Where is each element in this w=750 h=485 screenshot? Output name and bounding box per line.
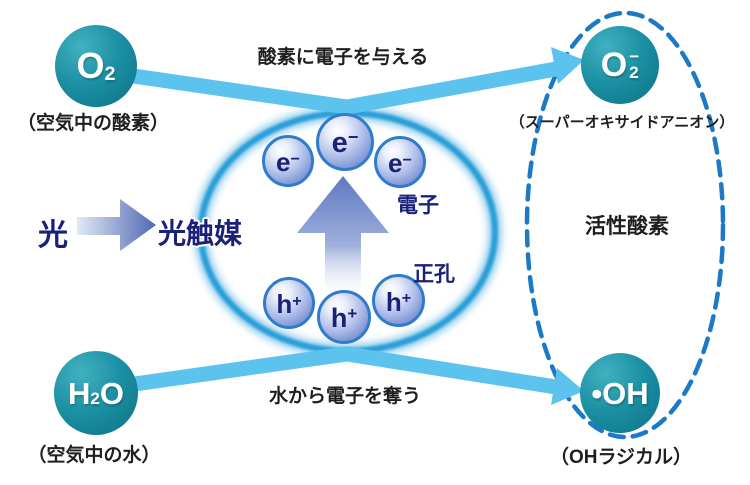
oh-formula: •OH (591, 375, 649, 411)
top-arrow-caption: 酸素に電子を与える (257, 47, 429, 68)
active-oxygen-dashed-ellipse (524, 10, 726, 440)
hole-symbol: h+ (276, 289, 302, 319)
electron-text-label: 電子 (397, 194, 439, 217)
electron-orb: e− (374, 136, 426, 188)
oh-radical-molecule: •OH (580, 353, 660, 433)
arrow-h2o-to-oh (118, 346, 558, 395)
oh-caption: （OHラジカル） (549, 447, 693, 468)
hole-orb: h+ (372, 274, 425, 327)
electron-symbol: e− (276, 147, 300, 177)
arrow-o2-to-superoxide (118, 61, 558, 115)
hole-symbol: h+ (330, 302, 358, 333)
light-label: 光 (38, 219, 68, 252)
photocatalyst-label: 光触媒 (158, 218, 243, 249)
hole-orb: h+ (317, 290, 371, 344)
light-arrow (77, 199, 156, 251)
electron-symbol: e− (388, 148, 412, 178)
hole-orb: h+ (263, 277, 315, 329)
superoxide-molecule: O−2 (581, 26, 659, 104)
electron-orb: e− (262, 135, 314, 187)
excitation-up-arrow (297, 176, 389, 298)
electron-symbol: e− (331, 126, 359, 159)
arrow-o2-to-superoxide-head (551, 47, 584, 84)
h2o-caption: （空気中の水） (27, 445, 161, 466)
superoxide-formula: O−2 (600, 46, 640, 84)
superoxide-caption: （スーパーオキサイドアニオン） (509, 114, 735, 131)
electron-orb: e− (316, 113, 374, 171)
arrow-h2o-to-oh-head (551, 368, 584, 405)
hole-symbol: h+ (385, 286, 412, 317)
o2-caption: （空気中の酸素） (16, 113, 169, 134)
hole-text-label: 正孔 (413, 263, 455, 286)
active-oxygen-label: 活性酸素 (585, 215, 669, 238)
bottom-arrow-caption: 水から電子を奪う (268, 386, 421, 407)
